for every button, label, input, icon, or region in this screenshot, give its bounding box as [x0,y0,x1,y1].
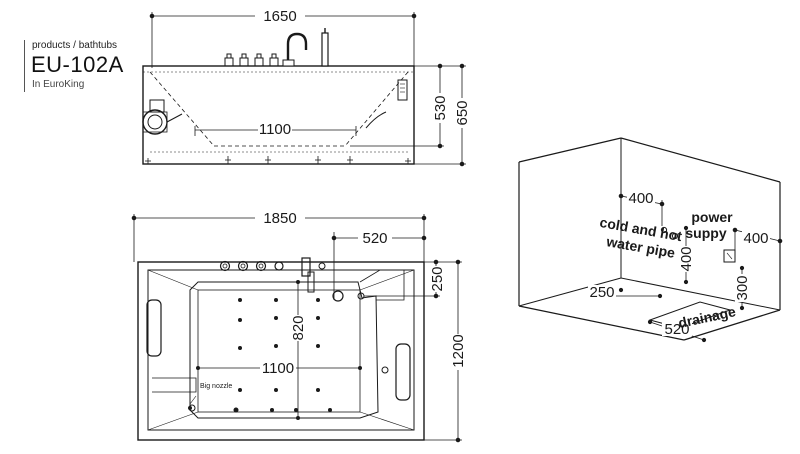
jets [188,298,332,413]
install-400-right-dim: 400 [743,230,768,247]
install-250-dim: 250 [589,284,614,301]
inner-width-dim: 820 [290,315,307,340]
power-supply-label-1: power [691,209,733,225]
inner-length-dim: 1100 [262,360,294,377]
side-inner-height-dim: 530 [432,95,449,120]
install-300-dim: 300 [734,275,751,300]
faucet-offset-dim: 520 [362,230,387,247]
install-400-left-dim: 400 [628,190,653,207]
breadcrumb[interactable]: products / bathtubs [32,40,118,51]
side-inner-length-dim: 1100 [259,121,291,138]
top-view [131,210,466,443]
power-supply-label-2: suppy [685,225,726,241]
header-divider [24,40,25,92]
brand-label: In EuroKing [32,79,85,90]
top-length-dim: 1850 [263,210,296,227]
side-total-height-dim: 650 [454,100,471,125]
install-400-vertical-dim: 400 [678,246,695,271]
page-title: EU-102A [31,52,124,77]
install-520-dim: 520 [664,321,689,338]
nozzle-label: Big nozzle [200,383,232,390]
side-length-dim: 1650 [263,8,296,25]
installation-view [518,137,783,343]
side-view [142,9,470,167]
faucet-depth-dim: 250 [429,266,446,291]
total-width-dim: 1200 [450,334,467,367]
